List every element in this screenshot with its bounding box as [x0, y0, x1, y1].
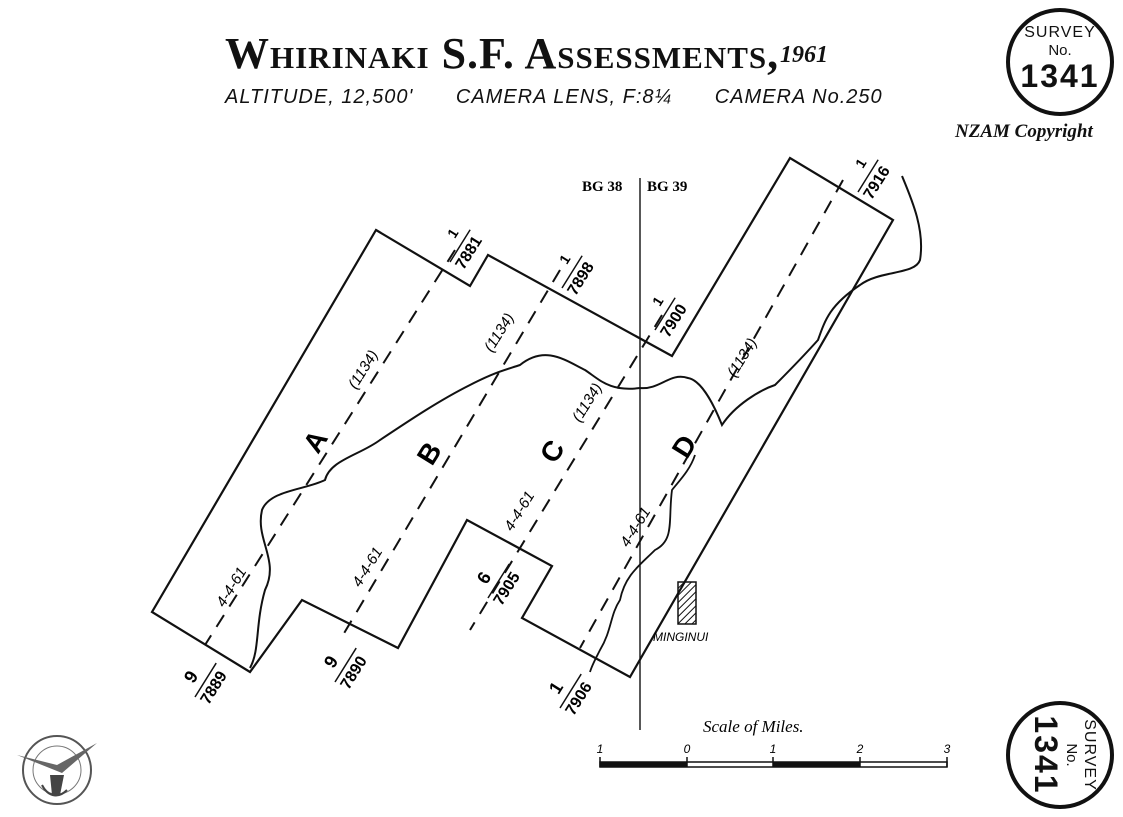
run-letter-d: D — [666, 430, 703, 464]
run-height-c: (1134) — [569, 380, 606, 425]
flight-details: ALTITUDE, 12,500' CAMERA LENS, F:8¼ CAME… — [225, 86, 919, 109]
scale-tick: 0 — [684, 742, 691, 756]
map-title: Whirinaki S.F. Assessments, — [225, 29, 780, 78]
flight-line-a — [204, 249, 456, 646]
frame-bar — [857, 159, 879, 193]
run-date-b: 4-4-61 — [349, 544, 386, 590]
run-height-d: (1134) — [724, 335, 761, 380]
top-num-a: 1 — [444, 225, 462, 240]
run-height-b: (1134) — [481, 310, 518, 355]
scale-tick: 3 — [944, 742, 951, 756]
flight-line-b — [339, 269, 561, 641]
survey-badge-top: SURVEY No. 1341 — [1006, 8, 1114, 116]
river — [249, 175, 923, 669]
frame-bar — [449, 229, 471, 263]
scale-label: Scale of Miles. — [703, 717, 804, 736]
run-letter-a: A — [297, 425, 334, 459]
frame-bar — [194, 662, 217, 698]
top-num-d: 1 — [852, 155, 870, 170]
minginui-marker — [677, 581, 697, 625]
grid-label-left: BG 38 — [582, 179, 622, 195]
place-label: MINGINUI — [653, 630, 709, 644]
flight-line-d — [579, 179, 844, 649]
bot-frame-b: 7890 — [338, 653, 371, 692]
survey-label: SURVEY — [1024, 24, 1096, 41]
scale-tick: 2 — [856, 742, 864, 756]
top-num-b: 1 — [556, 251, 574, 266]
scale-tick: 1 — [770, 742, 777, 756]
bot-frame-a: 7889 — [198, 668, 231, 707]
survey-number: 1341 — [1020, 58, 1100, 94]
copyright-notice: NZAM Copyright — [955, 121, 1093, 142]
bot-num-a: 9 — [180, 667, 202, 686]
bot-num-d: 1 — [545, 678, 567, 697]
scale-bar — [599, 757, 948, 768]
grid-label-right: BG 39 — [647, 179, 687, 195]
flight-line-c — [469, 314, 663, 631]
top-num-c: 1 — [649, 293, 667, 308]
bot-frame-d: 7906 — [563, 679, 596, 718]
lens-label: CAMERA LENS, F:8¼ — [455, 86, 673, 108]
company-logo — [17, 735, 97, 805]
frame-bar — [559, 673, 582, 709]
altitude-label: ALTITUDE, 12,500' — [225, 86, 414, 108]
coverage-boundary — [150, 156, 895, 679]
run-date-a: 4-4-61 — [213, 564, 250, 610]
frame-bar — [487, 563, 510, 599]
bot-num-c: 6 — [473, 568, 495, 587]
survey-no-label: No. — [1048, 42, 1072, 59]
bot-num-b: 9 — [320, 652, 342, 671]
camera-label: CAMERA No.250 — [714, 86, 883, 108]
river-tributary — [589, 454, 696, 673]
frame-bar — [654, 297, 676, 331]
scale-tick: 1 — [597, 742, 604, 756]
frame-bar — [334, 647, 357, 683]
frame-bar — [561, 255, 583, 289]
run-letter-c: C — [534, 435, 571, 469]
run-height-a: (1134) — [345, 347, 382, 392]
run-letter-b: B — [411, 437, 448, 471]
map-year: 1961 — [780, 42, 828, 68]
